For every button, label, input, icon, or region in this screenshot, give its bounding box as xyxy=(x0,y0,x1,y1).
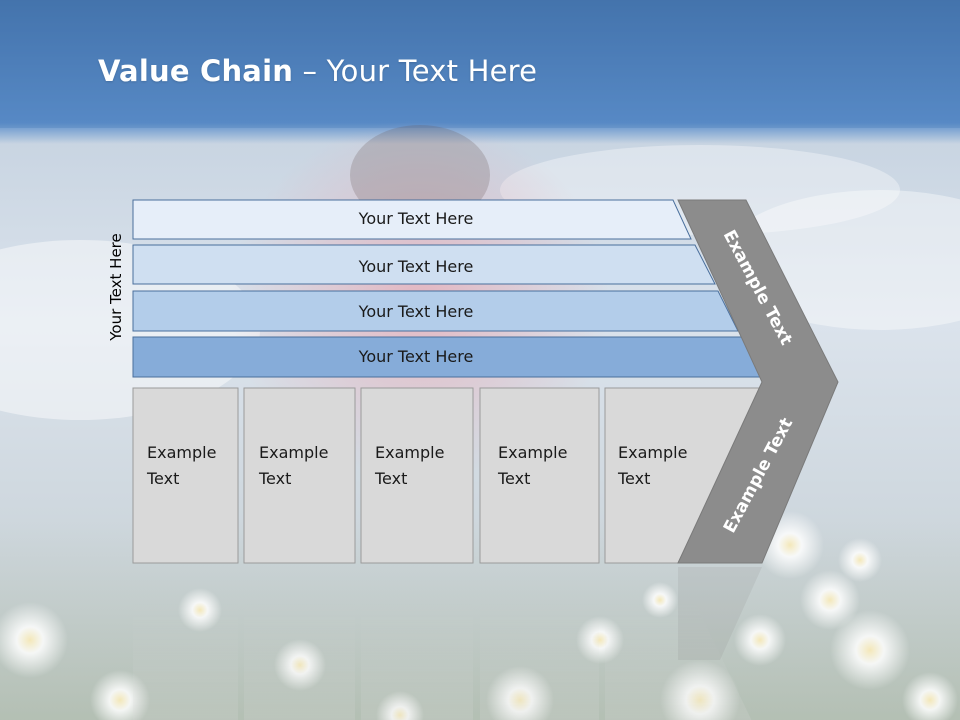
row-2-label: Your Text Here xyxy=(358,257,474,276)
title-rest: – Your Text Here xyxy=(293,54,538,88)
row-4: Your Text Here xyxy=(132,336,763,378)
box-3-line1: Example xyxy=(375,443,444,462)
title-bold: Value Chain xyxy=(98,54,294,88)
row-1: Your Text Here xyxy=(132,199,692,240)
box-1: Example Text xyxy=(132,387,239,564)
box-5-line2: Text xyxy=(617,469,650,488)
box-2-line2: Text xyxy=(258,469,291,488)
box-1-line1: Example xyxy=(147,443,216,462)
box-1-shape[interactable] xyxy=(132,387,239,564)
box-2-line1: Example xyxy=(259,443,328,462)
row-1-label: Your Text Here xyxy=(358,209,474,228)
row-3-label: Your Text Here xyxy=(358,302,474,321)
box-1-line2: Text xyxy=(146,469,179,488)
row-4-label: Your Text Here xyxy=(358,347,474,366)
row-3: Your Text Here xyxy=(132,290,739,332)
box-5-line1: Example xyxy=(618,443,687,462)
box-3: Example Text xyxy=(360,387,474,564)
box-4-line2: Text xyxy=(497,469,530,488)
box-2-shape[interactable] xyxy=(243,387,356,564)
row-2: Your Text Here xyxy=(132,244,716,285)
box-4-shape[interactable] xyxy=(479,387,600,564)
box-3-shape[interactable] xyxy=(360,387,474,564)
chevron-arrow[interactable] xyxy=(677,199,839,564)
slide-title: Value Chain – Your Text Here xyxy=(98,54,537,88)
row-1-shape[interactable] xyxy=(132,199,692,240)
box-4-line1: Example xyxy=(498,443,567,462)
box-2: Example Text xyxy=(243,387,356,564)
box-4: Example Text xyxy=(479,387,600,564)
box-3-line2: Text xyxy=(374,469,407,488)
row-2-shape[interactable] xyxy=(132,244,716,285)
